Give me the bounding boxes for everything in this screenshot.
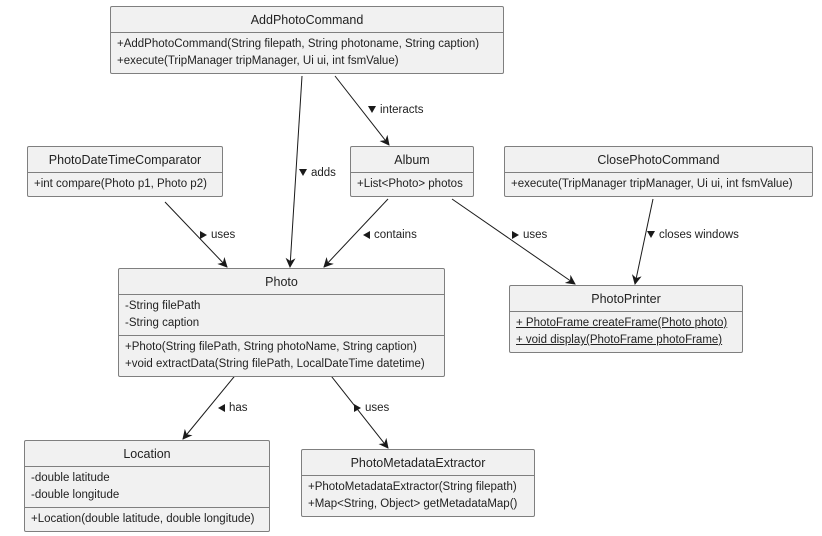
arrow-closes-windows [631, 198, 654, 285]
method: +void extractData(String filePath, Local… [125, 358, 425, 370]
arrow-interacts [334, 75, 390, 146]
class-title: Photo [119, 269, 444, 295]
class-add-photo-command: AddPhotoCommand +AddPhotoCommand(String … [110, 6, 504, 74]
static-method: + PhotoFrame createFrame(Photo photo) [516, 317, 728, 329]
field: +List<Photo> photos [357, 178, 463, 190]
method: +execute(TripManager tripManager, Ui ui,… [511, 178, 793, 190]
methods-section: +Location(double latitude, double longit… [25, 508, 269, 531]
method: +AddPhotoCommand(String filepath, String… [117, 38, 480, 50]
arrow-has [182, 371, 239, 440]
class-title: PhotoMetadataExtractor [302, 450, 534, 476]
arrow-uses-printer [451, 198, 576, 285]
label-uses-comparator: uses [200, 229, 235, 241]
method: +execute(TripManager tripManager, Ui ui,… [117, 55, 399, 67]
direction-arrow-icon [363, 230, 370, 239]
class-album: Album +List<Photo> photos [350, 146, 474, 197]
label-closes-windows: closes windows [647, 229, 739, 241]
direction-arrow-icon [512, 230, 519, 239]
fields-section: +List<Photo> photos [351, 173, 473, 196]
class-title: PhotoDateTimeComparator [28, 147, 222, 173]
methods-section: +int compare(Photo p1, Photo p2) [28, 173, 222, 196]
method: +Photo(String filePath, String photoName… [125, 341, 417, 353]
label-adds: adds [299, 167, 336, 179]
class-title: AddPhotoCommand [111, 7, 503, 33]
direction-arrow-icon [299, 169, 307, 177]
method: +Location(double latitude, double longit… [31, 513, 255, 525]
method: +PhotoMetadataExtractor(String filepath) [308, 481, 517, 493]
arrow-uses-comparator [164, 201, 228, 268]
class-photo-metadata-extractor: PhotoMetadataExtractor +PhotoMetadataExt… [301, 449, 535, 517]
methods-section: +AddPhotoCommand(String filepath, String… [111, 33, 503, 73]
field: -String filePath [125, 300, 201, 312]
class-title: Album [351, 147, 473, 173]
fields-section: -String filePath -String caption [119, 295, 444, 336]
method: +int compare(Photo p1, Photo p2) [34, 178, 207, 190]
methods-section: +execute(TripManager tripManager, Ui ui,… [505, 173, 812, 196]
direction-arrow-icon [218, 403, 225, 412]
methods-section: +PhotoMetadataExtractor(String filepath)… [302, 476, 534, 516]
class-photo-date-time-comparator: PhotoDateTimeComparator +int compare(Pho… [27, 146, 223, 197]
static-method: + void display(PhotoFrame photoFrame) [516, 334, 723, 346]
direction-arrow-icon [647, 231, 655, 239]
fields-section: -double latitude -double longitude [25, 467, 269, 508]
field: -double longitude [31, 489, 120, 501]
methods-section: + PhotoFrame createFrame(Photo photo) + … [510, 312, 742, 352]
label-has: has [218, 402, 248, 414]
arrow-adds [285, 75, 303, 268]
arrow-contains [323, 198, 389, 268]
class-close-photo-command: ClosePhotoCommand +execute(TripManager t… [504, 146, 813, 197]
class-title: Location [25, 441, 269, 467]
label-contains: contains [363, 229, 417, 241]
class-location: Location -double latitude -double longit… [24, 440, 270, 532]
class-photo-printer: PhotoPrinter + PhotoFrame createFrame(Ph… [509, 285, 743, 353]
label-uses-extractor: uses [354, 402, 389, 414]
direction-arrow-icon [354, 403, 361, 412]
direction-arrow-icon [200, 230, 207, 239]
field: -String caption [125, 317, 200, 329]
direction-arrow-icon [368, 106, 376, 114]
label-uses-printer: uses [512, 229, 547, 241]
field: -double latitude [31, 472, 110, 484]
label-interacts: interacts [368, 104, 423, 116]
methods-section: +Photo(String filePath, String photoName… [119, 336, 444, 376]
class-title: ClosePhotoCommand [505, 147, 812, 173]
method: +Map<String, Object> getMetadataMap() [308, 498, 518, 510]
class-photo: Photo -String filePath -String caption +… [118, 268, 445, 377]
class-title: PhotoPrinter [510, 286, 742, 312]
